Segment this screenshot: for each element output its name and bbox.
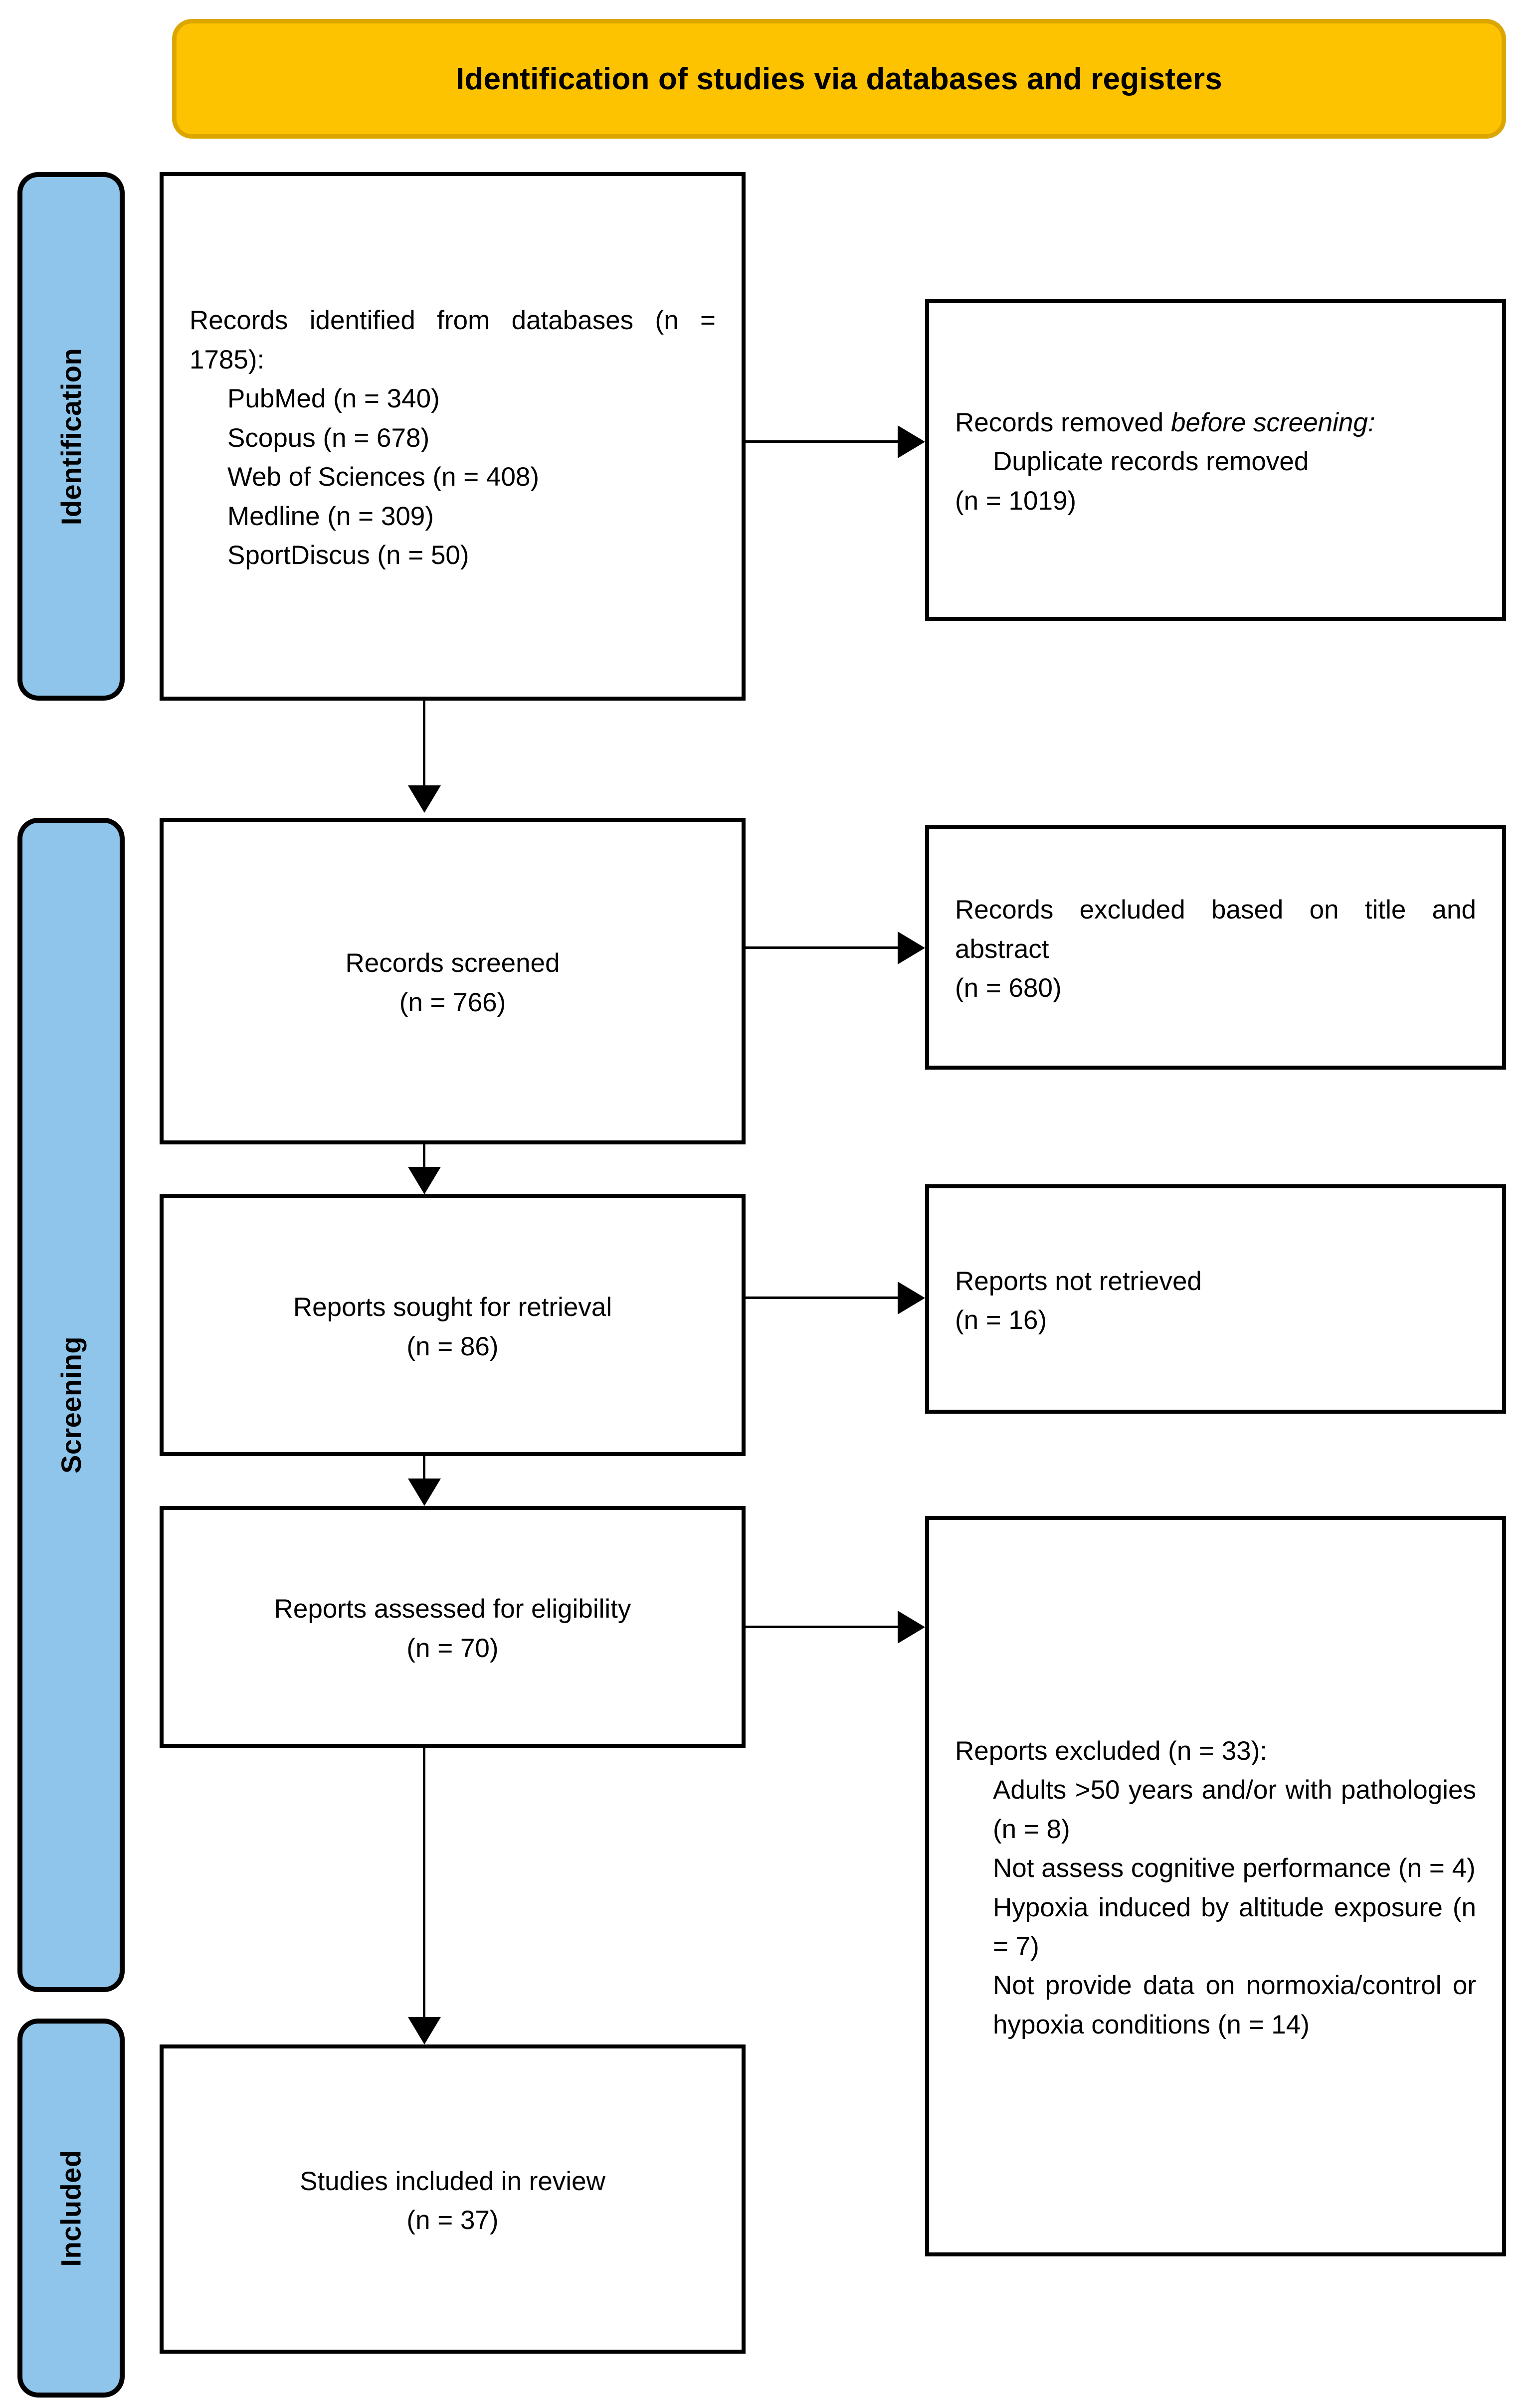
- banner-identification-header: Identification of studies via databases …: [172, 19, 1506, 139]
- reports-sought-count: (n = 86): [406, 1331, 499, 1361]
- box-records-identified: Records identified from databases (n = 1…: [160, 172, 746, 701]
- stage-label-included: Included: [55, 2149, 87, 2267]
- connector-sought-to-assessed-arrow: [408, 1479, 441, 1506]
- stage-bar-included: Included: [17, 2019, 125, 2398]
- banner-title: Identification of studies via databases …: [456, 61, 1222, 96]
- studies-included-label: Studies included in review: [300, 2166, 605, 2196]
- records-removed-lead: Records removed: [955, 407, 1171, 437]
- duplicate-records-removed-label: Duplicate records removed: [993, 447, 1309, 477]
- connector-assessed-to-included-arrow: [408, 2017, 441, 2044]
- connector-screened-to-sought-arrow: [408, 1167, 441, 1194]
- source-scopus: Scopus (n = 678): [227, 423, 430, 453]
- source-sportdiscus: SportDiscus (n = 50): [227, 541, 469, 570]
- reports-excluded-heading: Reports excluded (n = 33):: [955, 1736, 1268, 1766]
- reports-assessed-label: Reports assessed for eligibility: [274, 1594, 631, 1624]
- box-reports-sought-for-retrieval: Reports sought for retrieval (n = 86): [160, 1194, 746, 1456]
- box-records-screened: Records screened (n = 766): [160, 818, 746, 1144]
- studies-included-count: (n = 37): [406, 2206, 499, 2235]
- records-excluded-label: Records excluded based on title and abst…: [955, 895, 1484, 964]
- box-records-excluded-title-abstract: Records excluded based on title and abst…: [925, 825, 1506, 1070]
- box-reports-not-retrieved: Reports not retrieved (n = 16): [925, 1184, 1506, 1414]
- records-screened-label: Records screened: [345, 948, 560, 978]
- reports-not-retrieved-label: Reports not retrieved: [955, 1266, 1202, 1296]
- box-reports-assessed-for-eligibility: Reports assessed for eligibility (n = 70…: [160, 1506, 746, 1748]
- stage-label-screening: Screening: [55, 1336, 87, 1474]
- connector-screened-to-excluded-arrow: [898, 931, 925, 964]
- connector-sought-to-notretrieved-line: [746, 1297, 898, 1299]
- connector-identified-to-screened-arrow: [408, 785, 441, 813]
- source-web-of-sciences: Web of Sciences (n = 408): [227, 462, 540, 492]
- records-removed-heading: Records removed before screening:: [955, 403, 1476, 442]
- exclusion-reason-altitude-hypoxia: Hypoxia induced by altitude exposure (n …: [993, 1892, 1484, 1961]
- reports-not-retrieved-count: (n = 16): [955, 1305, 1047, 1335]
- connector-screened-to-excluded-line: [746, 946, 898, 949]
- stage-bar-screening: Screening: [17, 818, 125, 1992]
- exclusion-reason-no-normoxia-hypoxia-data: Not provide data on normoxia/control or …: [993, 1971, 1484, 2039]
- reports-sought-label: Reports sought for retrieval: [293, 1293, 612, 1322]
- connector-identified-to-removed-line: [746, 440, 898, 443]
- duplicate-records-removed-count: (n = 1019): [955, 486, 1077, 516]
- connector-assessed-to-included-line: [423, 1748, 425, 2017]
- connector-assessed-to-reportsexcluded-line: [746, 1626, 898, 1628]
- connector-identified-to-removed-arrow: [898, 425, 925, 458]
- stage-bar-identification: Identification: [17, 172, 125, 701]
- box-studies-included-in-review: Studies included in review (n = 37): [160, 2044, 746, 2354]
- stage-label-identification: Identification: [55, 348, 87, 525]
- records-identified-text: Records identified from databases (n = 1…: [190, 306, 723, 374]
- box-records-removed-before-screening: Records removed before screening: Duplic…: [925, 299, 1506, 621]
- exclusion-reason-adults-pathologies: Adults >50 years and/or with pathologies…: [993, 1775, 1484, 1844]
- source-medline: Medline (n = 309): [227, 501, 434, 531]
- reports-assessed-count: (n = 70): [406, 1633, 499, 1663]
- records-removed-colon: :: [1367, 407, 1375, 437]
- connector-sought-to-assessed-line: [423, 1456, 425, 1479]
- records-removed-italic: before screening: [1171, 407, 1368, 437]
- connector-sought-to-notretrieved-arrow: [898, 1282, 925, 1314]
- connector-screened-to-sought-line: [423, 1144, 425, 1167]
- records-screened-count: (n = 766): [399, 987, 506, 1017]
- records-excluded-count: (n = 680): [955, 973, 1062, 1003]
- connector-assessed-to-reportsexcluded-arrow: [898, 1611, 925, 1644]
- connector-identified-to-screened-line: [423, 701, 425, 785]
- exclusion-reason-not-assess-cognitive: Not assess cognitive performance (n = 4): [993, 1853, 1476, 1883]
- source-pubmed: PubMed (n = 340): [227, 384, 440, 414]
- box-reports-excluded-reasons: Reports excluded (n = 33): Adults >50 ye…: [925, 1516, 1506, 2256]
